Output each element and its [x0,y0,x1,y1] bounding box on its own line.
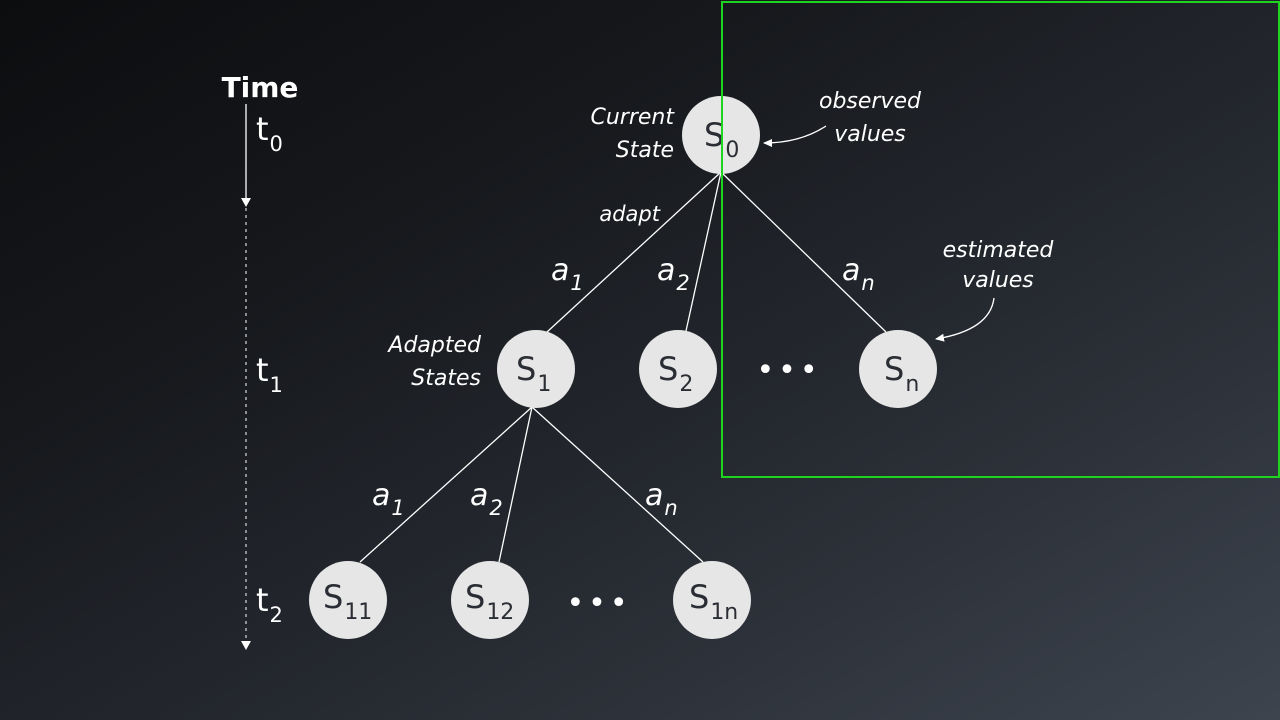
node-s0: S0 [682,96,760,174]
svg-text:S2: S2 [658,350,693,397]
node-s12: S12 [451,561,529,639]
action-label-a2-level2: a2 [470,478,503,520]
ellipsis-level2: ••• [566,586,631,621]
estimated-values-label-line1: estimated [943,238,1055,263]
action-label-a1-level1: a1 [551,253,584,295]
svg-text:S12: S12 [465,578,514,625]
edge-s0-s2 [685,171,722,332]
estimated-values-arrow-icon [935,297,995,342]
node-s1: S1 [497,330,575,408]
time-label-t2: t2 [256,581,283,627]
svg-text:S11: S11 [323,578,372,625]
time-axis-arrow-icon [241,198,251,207]
observed-values-label-line2: values [834,122,906,147]
node-s1n: S1n [673,561,751,639]
edge-s1-s12 [498,406,533,563]
estimated-values-label-line2: values [962,268,1034,293]
svg-text:Sn: Sn [884,350,919,397]
time-axis-end-arrow-icon [241,641,251,650]
action-label-an-level1: an [842,253,875,295]
adapted-states-label-line2: States [411,366,481,391]
edge-s1-s1n [531,406,704,563]
adapted-states-label-line1: Adapted [386,333,482,358]
time-label-t0: t0 [256,110,283,156]
observed-values-label-line1: observed [819,89,922,114]
action-label-a1-level2: a1 [372,478,405,520]
ellipsis-level1: ••• [756,353,821,388]
node-s11: S11 [309,561,387,639]
node-sn: Sn [859,330,937,408]
current-state-label-line1: Current [591,105,676,130]
current-state-label-line2: State [616,138,674,163]
svg-text:S1n: S1n [689,578,738,625]
adapt-label: adapt [599,202,660,226]
time-axis-title: Time [222,71,299,104]
node-s2: S2 [639,330,717,408]
edge-s0-s1 [546,171,722,333]
edge-s0-sn [720,171,887,333]
observed-values-arrow-icon [763,125,827,147]
edge-s1-s11 [359,406,533,563]
svg-text:S1: S1 [516,350,551,397]
action-label-an-level2: an [645,478,678,520]
time-label-t1: t1 [256,351,283,397]
svg-text:S0: S0 [704,116,739,163]
action-label-a2-level1: a2 [657,253,690,295]
